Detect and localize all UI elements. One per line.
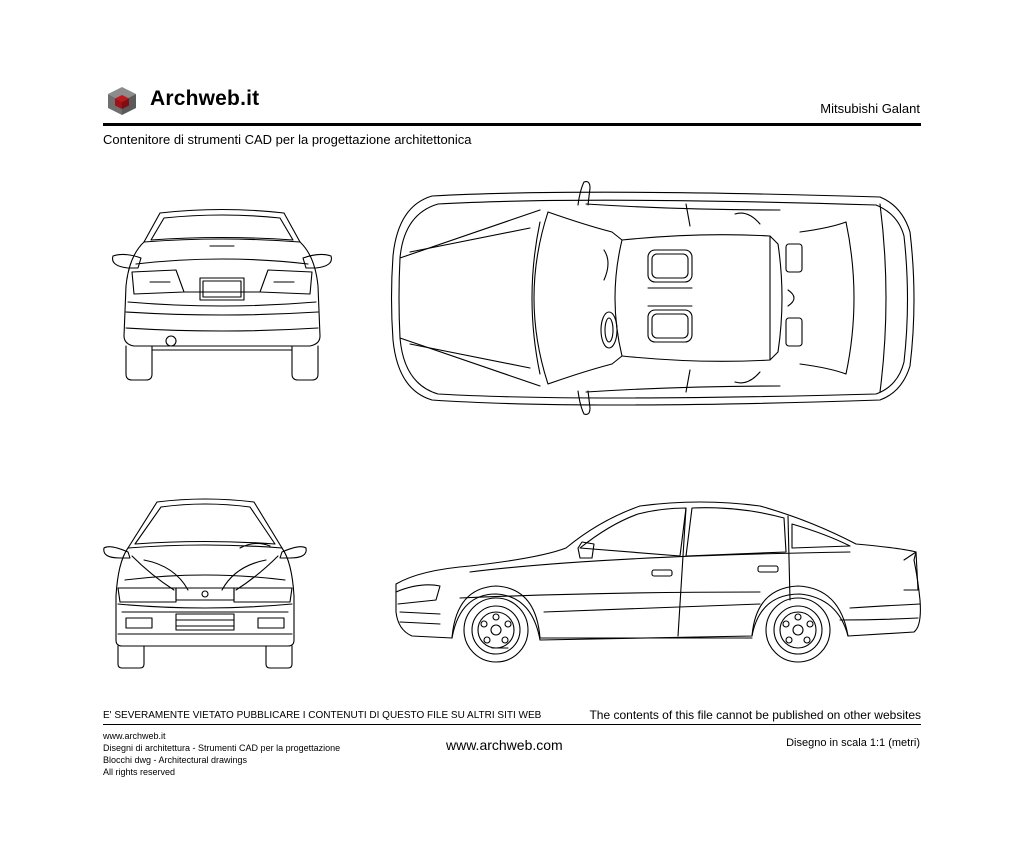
- archweb-logo-icon: [108, 87, 136, 115]
- header-divider: [103, 123, 921, 126]
- warning-english: The contents of this file cannot be publ…: [589, 708, 921, 722]
- footer-line: Blocchi dwg - Architectural drawings: [103, 755, 248, 765]
- drawing-title: Mitsubishi Galant: [820, 101, 920, 116]
- footer-info: www.archweb.it Disegni di architettura -…: [103, 730, 340, 778]
- footer-divider: [103, 724, 921, 725]
- rear-view-drawing: [113, 210, 332, 381]
- brand-name: Archweb.it: [150, 87, 260, 110]
- side-view-drawing: [396, 502, 920, 662]
- drawing-scale: Disegno in scala 1:1 (metri): [786, 737, 920, 749]
- footer-website: www.archweb.com: [446, 737, 563, 753]
- subtitle: Contenitore di strumenti CAD per la prog…: [103, 132, 472, 147]
- footer-line: www.archweb.it: [103, 731, 166, 741]
- warning-italian: E' SEVERAMENTE VIETATO PUBBLICARE I CONT…: [103, 710, 542, 721]
- front-view-drawing: [104, 499, 306, 668]
- footer-line: All rights reserved: [103, 767, 176, 777]
- top-view-drawing: [392, 182, 915, 415]
- footer-line: Disegni di architettura - Strumenti CAD …: [103, 743, 341, 753]
